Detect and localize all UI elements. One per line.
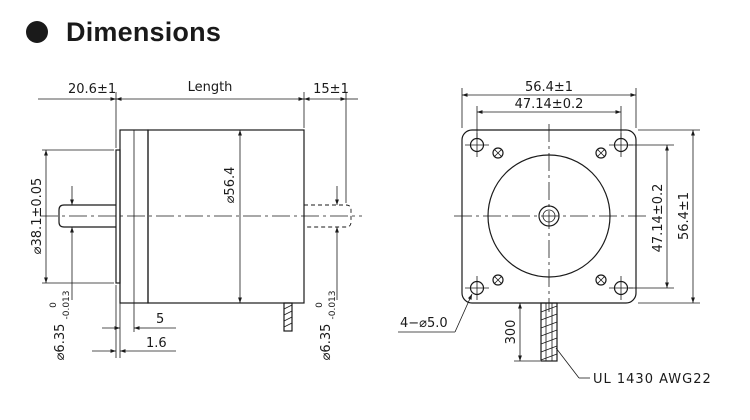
dim-bottom-lines <box>92 285 176 358</box>
dim-front-shaft-tol-lower: -0.013 <box>62 290 72 319</box>
dim-lead-length-lines <box>514 302 540 362</box>
dim-holes-leader <box>398 293 473 333</box>
dim-hole-spacing-vertical: 47.14±0.2 <box>651 184 666 253</box>
dim-front-shaft-diameter: ⌀6.35 <box>53 324 68 361</box>
dim-body-diameter: ⌀56.4 <box>223 167 238 204</box>
dim-hole-spacing-horizontal: 47.14±0.2 <box>515 97 584 112</box>
dim-rear-shaft-tol-upper: 0 <box>315 302 325 308</box>
mounting-holes <box>465 133 633 300</box>
screw-tr <box>595 147 607 159</box>
dim-lead-length: 300 <box>504 320 519 345</box>
front-view: 56.4±1 47.14±0.2 47.14±0.2 56.4±1 4−⌀5.0… <box>398 80 712 387</box>
dim-rear-shaft-tol-lower: -0.013 <box>328 290 338 319</box>
screw-tl <box>492 147 504 159</box>
dim-mounting-holes: 4−⌀5.0 <box>400 316 448 331</box>
dim-boss-depth: 5 <box>156 312 164 327</box>
rear-shaft <box>304 204 352 228</box>
screws <box>492 147 607 286</box>
side-view: 20.6±1 Length 15±1 ⌀56.4 ⌀38.1±0.05 ⌀6.3… <box>30 80 362 360</box>
mounting-flange <box>119 129 149 304</box>
front-shaft <box>58 204 116 228</box>
screw-br <box>595 274 607 286</box>
dim-flange-thickness: 1.6 <box>146 336 167 351</box>
section-title: Dimensions <box>66 16 222 47</box>
side-lead-wires <box>283 302 293 332</box>
motor-body <box>147 129 305 304</box>
dim-rear-shaft-diameter: ⌀6.35 <box>319 324 334 361</box>
wire-spec: UL 1430 AWG22 <box>593 372 712 387</box>
front-right-dimensions <box>629 129 700 304</box>
dim-front-shaft-tol-upper: 0 <box>49 302 59 308</box>
bullet-icon <box>26 21 48 43</box>
dim-front-width: 56.4±1 <box>525 80 573 95</box>
dim-front-height: 56.4±1 <box>677 192 692 240</box>
front-top-dimensions <box>461 88 637 138</box>
section-header: Dimensions <box>26 10 221 54</box>
screw-bl <box>492 274 504 286</box>
dim-boss-dia-lines <box>42 149 114 284</box>
dim-flange-length: 20.6±1 <box>68 82 116 97</box>
dim-boss-diameter: ⌀38.1±0.05 <box>30 178 45 255</box>
dim-motor-length: Length <box>188 80 233 95</box>
dim-rear-shaft-length: 15±1 <box>313 82 349 97</box>
side-top-dimensions <box>38 92 358 203</box>
wire-spec-leader <box>555 347 590 379</box>
front-lead-wires <box>540 302 558 362</box>
